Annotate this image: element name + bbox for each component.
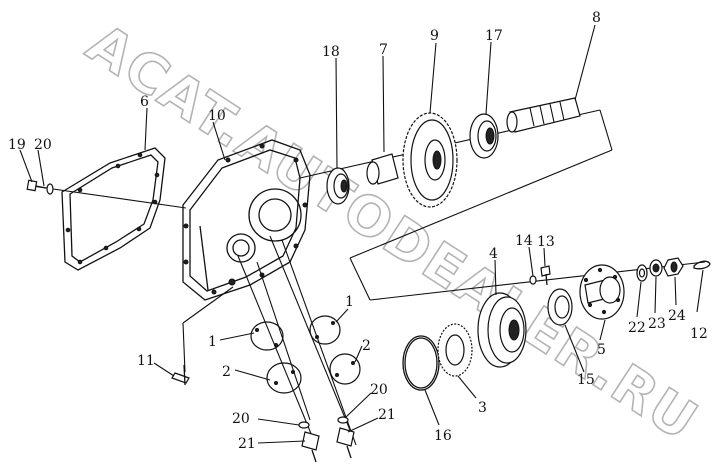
bearing-part-18 — [326, 167, 350, 205]
gasket-part-2-left — [266, 362, 302, 394]
callout-6: 6 — [140, 94, 149, 110]
callout-21-bottom-right: 21 — [378, 407, 396, 423]
callout-22: 22 — [628, 320, 646, 336]
o-ring-part-16 — [402, 335, 440, 391]
split-pin-part-12 — [693, 260, 711, 270]
callout-2-right: 2 — [362, 338, 371, 354]
bushing-part-7 — [366, 153, 399, 185]
housing-part-10 — [182, 139, 311, 301]
bolt-part-21-bottom-right — [336, 427, 355, 459]
gasket-part-2-right — [329, 353, 361, 385]
washer-part-22 — [636, 264, 648, 282]
callout-3: 3 — [478, 400, 487, 416]
callout-18: 18 — [322, 44, 340, 60]
watermark: ACAT.AUTODEALER.RU — [75, 11, 710, 454]
callout-24: 24 — [668, 308, 686, 324]
callout-20-bottom-left: 20 — [232, 411, 250, 427]
callout-12: 12 — [690, 326, 708, 342]
watermark-text: ACAT.AUTODEALER.RU — [76, 12, 709, 454]
callout-7: 7 — [379, 42, 388, 58]
callout-17: 17 — [485, 28, 503, 44]
callout-8: 8 — [592, 10, 601, 26]
callout-19: 19 — [8, 137, 26, 153]
bolt-part-19 — [26, 179, 47, 192]
bolt-part-21-bottom-left — [301, 431, 320, 463]
callout-20-bottom-right: 20 — [370, 382, 388, 398]
spring-washer-part-23 — [649, 259, 663, 277]
washer-part-20-bottom-left — [298, 421, 310, 429]
callout-11: 11 — [137, 353, 155, 369]
cover-part-4 — [477, 292, 527, 368]
callout-1-right: 1 — [345, 294, 354, 310]
cover-plate-part-1-left — [250, 321, 284, 351]
callout-13: 13 — [537, 234, 555, 250]
callout-1-left: 1 — [208, 334, 217, 350]
leader-lines — [19, 24, 704, 444]
thrust-washer-part-3 — [437, 323, 473, 377]
nut-part-24 — [663, 257, 684, 277]
callout-21-bottom-left: 21 — [238, 436, 256, 452]
gasket-part-6 — [61, 147, 166, 271]
washer-part-14 — [529, 275, 537, 285]
callout-16: 16 — [434, 428, 452, 444]
callout-10: 10 — [208, 108, 226, 124]
callout-9: 9 — [430, 28, 439, 44]
callout-5: 5 — [597, 342, 606, 358]
flange-part-5 — [579, 264, 625, 320]
bolt-part-13 — [540, 265, 551, 286]
callout-15: 15 — [577, 372, 595, 388]
oil-seal-part-15 — [547, 288, 573, 326]
callout-labels: 19 20 6 10 18 7 9 17 8 1 2 1 2 11 20 21 … — [8, 10, 708, 452]
callout-20-top: 20 — [34, 137, 52, 153]
callout-23: 23 — [648, 316, 666, 332]
callout-4: 4 — [489, 246, 498, 262]
drain-plug-part-11 — [171, 364, 190, 386]
washer-part-20-left — [46, 183, 54, 195]
gear-part-9 — [402, 112, 458, 208]
washer-part-20-bottom-right — [337, 416, 349, 424]
callout-2-left: 2 — [222, 364, 231, 380]
output-shaft-part-8 — [506, 97, 581, 133]
bearing-part-17 — [469, 113, 499, 159]
callout-14: 14 — [515, 233, 533, 249]
